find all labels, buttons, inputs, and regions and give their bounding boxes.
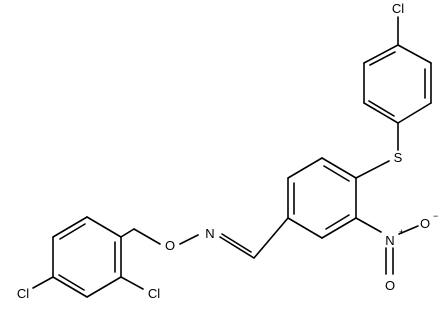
chlorine-atom-ortho: Cl (148, 286, 160, 301)
nitro-nitrogen-charge: + (399, 227, 404, 237)
sulfur-atom: S (394, 150, 403, 165)
ring-ch-bond (253, 217, 289, 259)
n-o-bond (179, 234, 199, 245)
ch2-ring-bond (120, 228, 135, 238)
c-n-nitro-bond (355, 217, 382, 233)
c-cl-para-bond (32, 276, 54, 289)
nitro-oxygen-charge: − (433, 211, 438, 221)
chlorine-atom-top: Cl (392, 1, 404, 16)
ether-oxygen-atom: O (165, 238, 175, 253)
nitro-nitrogen-atom: N (385, 233, 394, 248)
nitro-oxygen-atom-bottom: O (385, 278, 395, 293)
central-ring (287, 157, 357, 239)
chlorine-atom-para: Cl (17, 286, 29, 301)
ch-n-double-bond-1 (219, 236, 255, 259)
n-o-single-bond (398, 225, 419, 235)
nitro-oxygen-atom-right: O (420, 216, 430, 231)
ch-n-double-bond-2 (221, 233, 252, 253)
imine-nitrogen-atom: N (205, 226, 214, 241)
c-cl-ortho-bond (120, 276, 144, 290)
s-c-bond-b (355, 160, 390, 179)
o-ch2-bond (133, 228, 161, 245)
chlorophenyl-ring (363, 44, 432, 124)
dichlorophenyl-ring (52, 216, 122, 298)
